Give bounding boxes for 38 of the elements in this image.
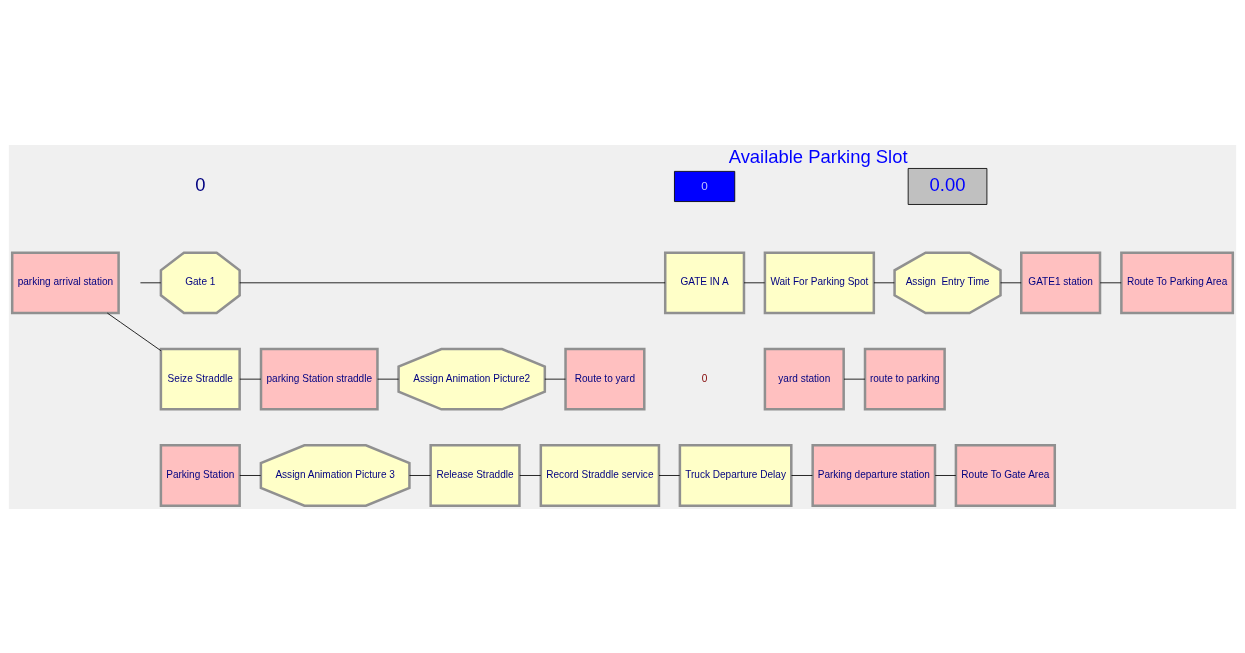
node-box: Truck Departure Delay [678, 443, 793, 507]
node-box: Parking departure station [811, 443, 937, 507]
connector [934, 474, 957, 476]
connector [239, 474, 262, 476]
connector [1000, 281, 1022, 283]
label: 0 [701, 372, 708, 384]
node-box: Wait For Parking Spot [763, 250, 876, 314]
connector [519, 474, 542, 476]
node-box: Seize Straddle [159, 347, 241, 411]
node-box: yard station [763, 347, 845, 411]
node-box: parking arrival station [10, 250, 120, 314]
connector [239, 378, 262, 380]
node-box: GATE1 station [1020, 250, 1102, 314]
connector [873, 281, 895, 283]
connector [843, 378, 866, 380]
node-box: Parking Station [159, 443, 241, 507]
connector [743, 281, 766, 283]
connector [239, 281, 666, 283]
node-box: Record Straddle service [539, 443, 661, 507]
node-box: GATE IN A [663, 250, 746, 314]
node-box: 0 [674, 170, 736, 202]
connector [544, 378, 566, 380]
node-box: Route To Parking Area [1120, 250, 1235, 314]
connector [409, 474, 431, 476]
node-label: Available Parking Slot [728, 145, 908, 167]
node-box: Release Straddle [429, 443, 521, 507]
connector [377, 378, 399, 380]
connector [1099, 281, 1122, 283]
connector [791, 474, 813, 476]
node-box: parking Station straddle [259, 347, 379, 411]
connector [658, 474, 681, 476]
connector [106, 312, 162, 351]
node-box: Route to yard [564, 347, 646, 411]
connector [140, 281, 162, 283]
node-box: Route To Gate Area [954, 443, 1057, 507]
label: 0 [195, 173, 206, 195]
node-box: 0.00 [907, 167, 988, 205]
node-box: route to parking [863, 347, 946, 411]
